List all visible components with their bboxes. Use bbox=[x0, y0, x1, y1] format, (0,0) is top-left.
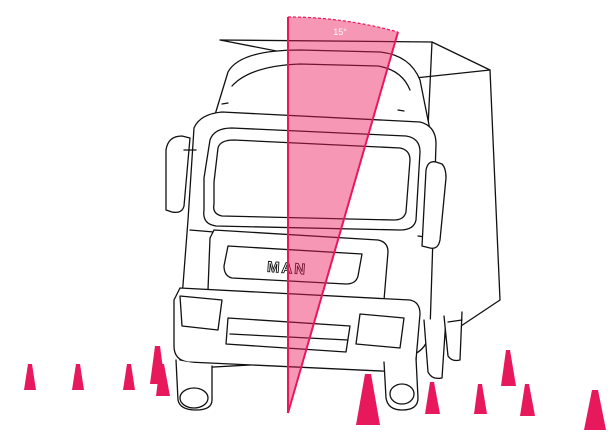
traffic-cone bbox=[584, 390, 606, 430]
front-right-wheel bbox=[384, 358, 418, 410]
rear-wheels bbox=[424, 312, 462, 378]
traffic-cone bbox=[501, 350, 516, 386]
traffic-cone bbox=[425, 382, 440, 414]
traffic-cone bbox=[72, 364, 84, 390]
front-left-wheel bbox=[176, 360, 212, 410]
traffic-cone bbox=[123, 364, 135, 390]
traffic-cone bbox=[24, 364, 36, 390]
tilt-angle-label: 15° bbox=[333, 27, 347, 37]
traffic-cone bbox=[474, 384, 487, 414]
traffic-cone bbox=[520, 384, 535, 416]
traffic-cone bbox=[356, 374, 380, 425]
